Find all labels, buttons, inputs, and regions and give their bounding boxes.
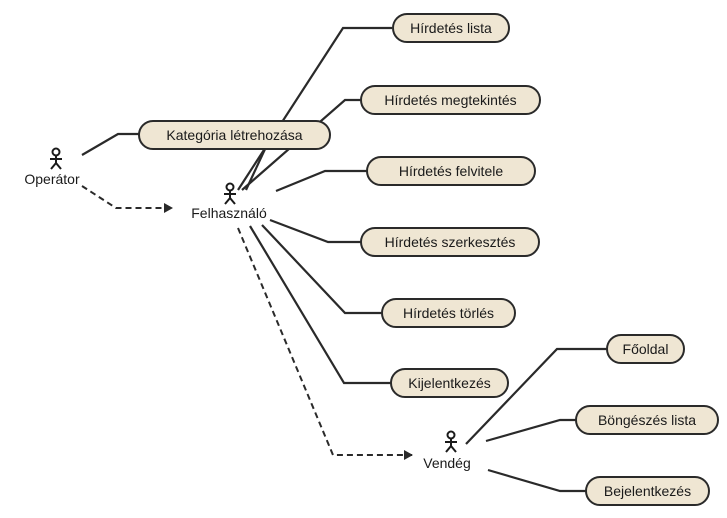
assoc-felhasznalo-hirdetes-torles bbox=[261, 224, 383, 315]
use-case-label: Böngészés lista bbox=[598, 412, 696, 428]
generalization-operator-felhasznalo bbox=[81, 185, 173, 213]
assoc-felhasznalo-hirdetes-megtekintes bbox=[241, 98, 362, 191]
actor-operator[interactable]: Operátor bbox=[24, 147, 80, 188]
use-case-hirdetes-lista[interactable]: Hírdetés lista bbox=[392, 13, 510, 43]
generalization-felhasznalo-vendeg bbox=[237, 227, 413, 460]
use-case-label: Kategória létrehozása bbox=[166, 127, 302, 143]
use-case-fooldal[interactable]: Főoldal bbox=[606, 334, 685, 364]
use-case-hirdetes-torles[interactable]: Hírdetés törlés bbox=[381, 298, 516, 328]
use-case-label: Hírdetés lista bbox=[410, 20, 492, 36]
stick-figure-icon bbox=[50, 147, 62, 170]
actor-label: Vendég bbox=[423, 455, 471, 471]
assoc-felhasznalo-kijelentkezes bbox=[249, 225, 392, 385]
use-case-bongeszes-lista[interactable]: Böngészés lista bbox=[575, 405, 719, 435]
actor-felhasznalo[interactable]: Felhasználó bbox=[191, 182, 267, 222]
use-case-label: Bejelentkezés bbox=[604, 483, 691, 499]
use-case-hirdetes-felvitele[interactable]: Hírdetés felvitele bbox=[366, 156, 536, 186]
assoc-felhasznalo-hirdetes-felvitele bbox=[275, 169, 368, 193]
actor-vendeg[interactable]: Vendég bbox=[423, 430, 471, 472]
assoc-vendeg-bejelentkezes bbox=[487, 468, 587, 493]
use-case-label: Kijelentkezés bbox=[408, 375, 491, 391]
assoc-vendeg-bongeszes-lista bbox=[485, 418, 577, 443]
use-case-label: Hírdetés megtekintés bbox=[384, 92, 516, 108]
use-case-bejelentkezes[interactable]: Bejelentkezés bbox=[585, 476, 710, 506]
use-case-hirdetes-szerkesztes[interactable]: Hírdetés szerkesztés bbox=[360, 227, 540, 257]
use-case-label: Főoldal bbox=[623, 341, 669, 357]
stick-figure-icon bbox=[445, 430, 457, 453]
actor-label: Felhasználó bbox=[191, 205, 267, 221]
use-case-hirdetes-megtekintes[interactable]: Hírdetés megtekintés bbox=[360, 85, 541, 115]
stick-figure-icon bbox=[224, 182, 236, 205]
use-case-label: Hírdetés törlés bbox=[403, 305, 494, 321]
assoc-vendeg-fooldal bbox=[465, 347, 608, 445]
assoc-felhasznalo-hirdetes-szerkesztes bbox=[269, 218, 362, 244]
use-case-kategoria-letrehozasa[interactable]: Kategória létrehozása bbox=[138, 120, 331, 150]
assoc-operator-kategoria bbox=[81, 132, 140, 156]
assoc-felhasznalo-kategoria bbox=[245, 146, 267, 191]
use-case-label: Hírdetés felvitele bbox=[399, 163, 503, 179]
actor-label: Operátor bbox=[24, 171, 80, 187]
use-case-kijelentkezes[interactable]: Kijelentkezés bbox=[390, 368, 509, 398]
use-case-label: Hírdetés szerkesztés bbox=[385, 234, 516, 250]
